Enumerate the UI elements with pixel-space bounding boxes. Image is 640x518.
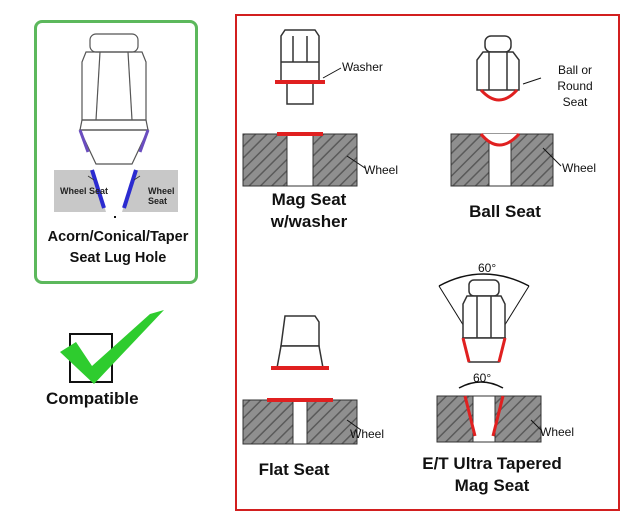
acorn-seat-panel bbox=[34, 20, 198, 284]
wheel-seat-left-edge bbox=[90, 169, 106, 209]
et-seat-title-line1: E/T Ultra Tapered bbox=[422, 454, 562, 473]
et-seat-diagram bbox=[436, 273, 542, 443]
acorn-title-line1: Acorn/Conical/Taper bbox=[47, 229, 189, 245]
flat-nut bbox=[276, 345, 324, 369]
nut-seat-left bbox=[78, 129, 90, 153]
ball-seat-title: Ball Seat bbox=[469, 202, 541, 221]
compatible-checkmark bbox=[60, 310, 164, 384]
acorn-lug-nut bbox=[79, 33, 149, 165]
wheel-seat-label-right: Wheel Seat bbox=[148, 186, 175, 206]
mag-seat-title-line1: Mag Seat bbox=[271, 190, 347, 209]
washer-label: Washer bbox=[342, 60, 383, 74]
et-angle-top: 60° bbox=[478, 261, 497, 275]
et-nut bbox=[462, 295, 506, 339]
et-seat-title-line2: Mag Seat bbox=[454, 476, 530, 495]
wheel-block-right bbox=[122, 170, 178, 212]
mag-wheel-label: Wheel bbox=[364, 163, 399, 177]
wheel-block-left bbox=[54, 170, 106, 212]
nut-seat-right bbox=[138, 129, 150, 153]
seat-types-diagram bbox=[242, 29, 562, 445]
ball-wheel-label: Wheel bbox=[562, 161, 597, 175]
mag-shank bbox=[286, 81, 314, 105]
mag-seat-title-line2: w/washer bbox=[270, 212, 348, 231]
ball-wheel-seat bbox=[479, 132, 521, 147]
et-angle-bottom: 60° bbox=[473, 371, 492, 385]
flat-seat-title: Flat Seat bbox=[258, 460, 330, 479]
wheel-seat-right-edge bbox=[122, 169, 138, 209]
compatible-label: Compatible bbox=[46, 389, 139, 408]
ball-seat-label-line2: Round bbox=[557, 79, 593, 93]
mag-nut bbox=[280, 29, 320, 83]
mag-seat-diagram bbox=[242, 29, 366, 187]
check-icon bbox=[60, 310, 164, 384]
flat-seat-diagram bbox=[242, 315, 362, 445]
acorn-title-line2: Seat Lug Hole bbox=[69, 250, 167, 266]
wheel-seat-label-left: Wheel Seat bbox=[60, 186, 109, 196]
et-wheel-label: Wheel bbox=[540, 425, 575, 439]
acorn-seat-diagram bbox=[54, 33, 178, 218]
flat-wheel-label: Wheel bbox=[350, 427, 385, 441]
other-seats-panel bbox=[235, 14, 620, 511]
ball-seat-label-line1: Ball or bbox=[557, 63, 592, 77]
ball-nut bbox=[476, 51, 520, 91]
ball-seat-diagram bbox=[450, 35, 562, 187]
ball-seat-mark bbox=[479, 88, 519, 102]
ball-seat-label-line3: Seat bbox=[562, 95, 588, 109]
